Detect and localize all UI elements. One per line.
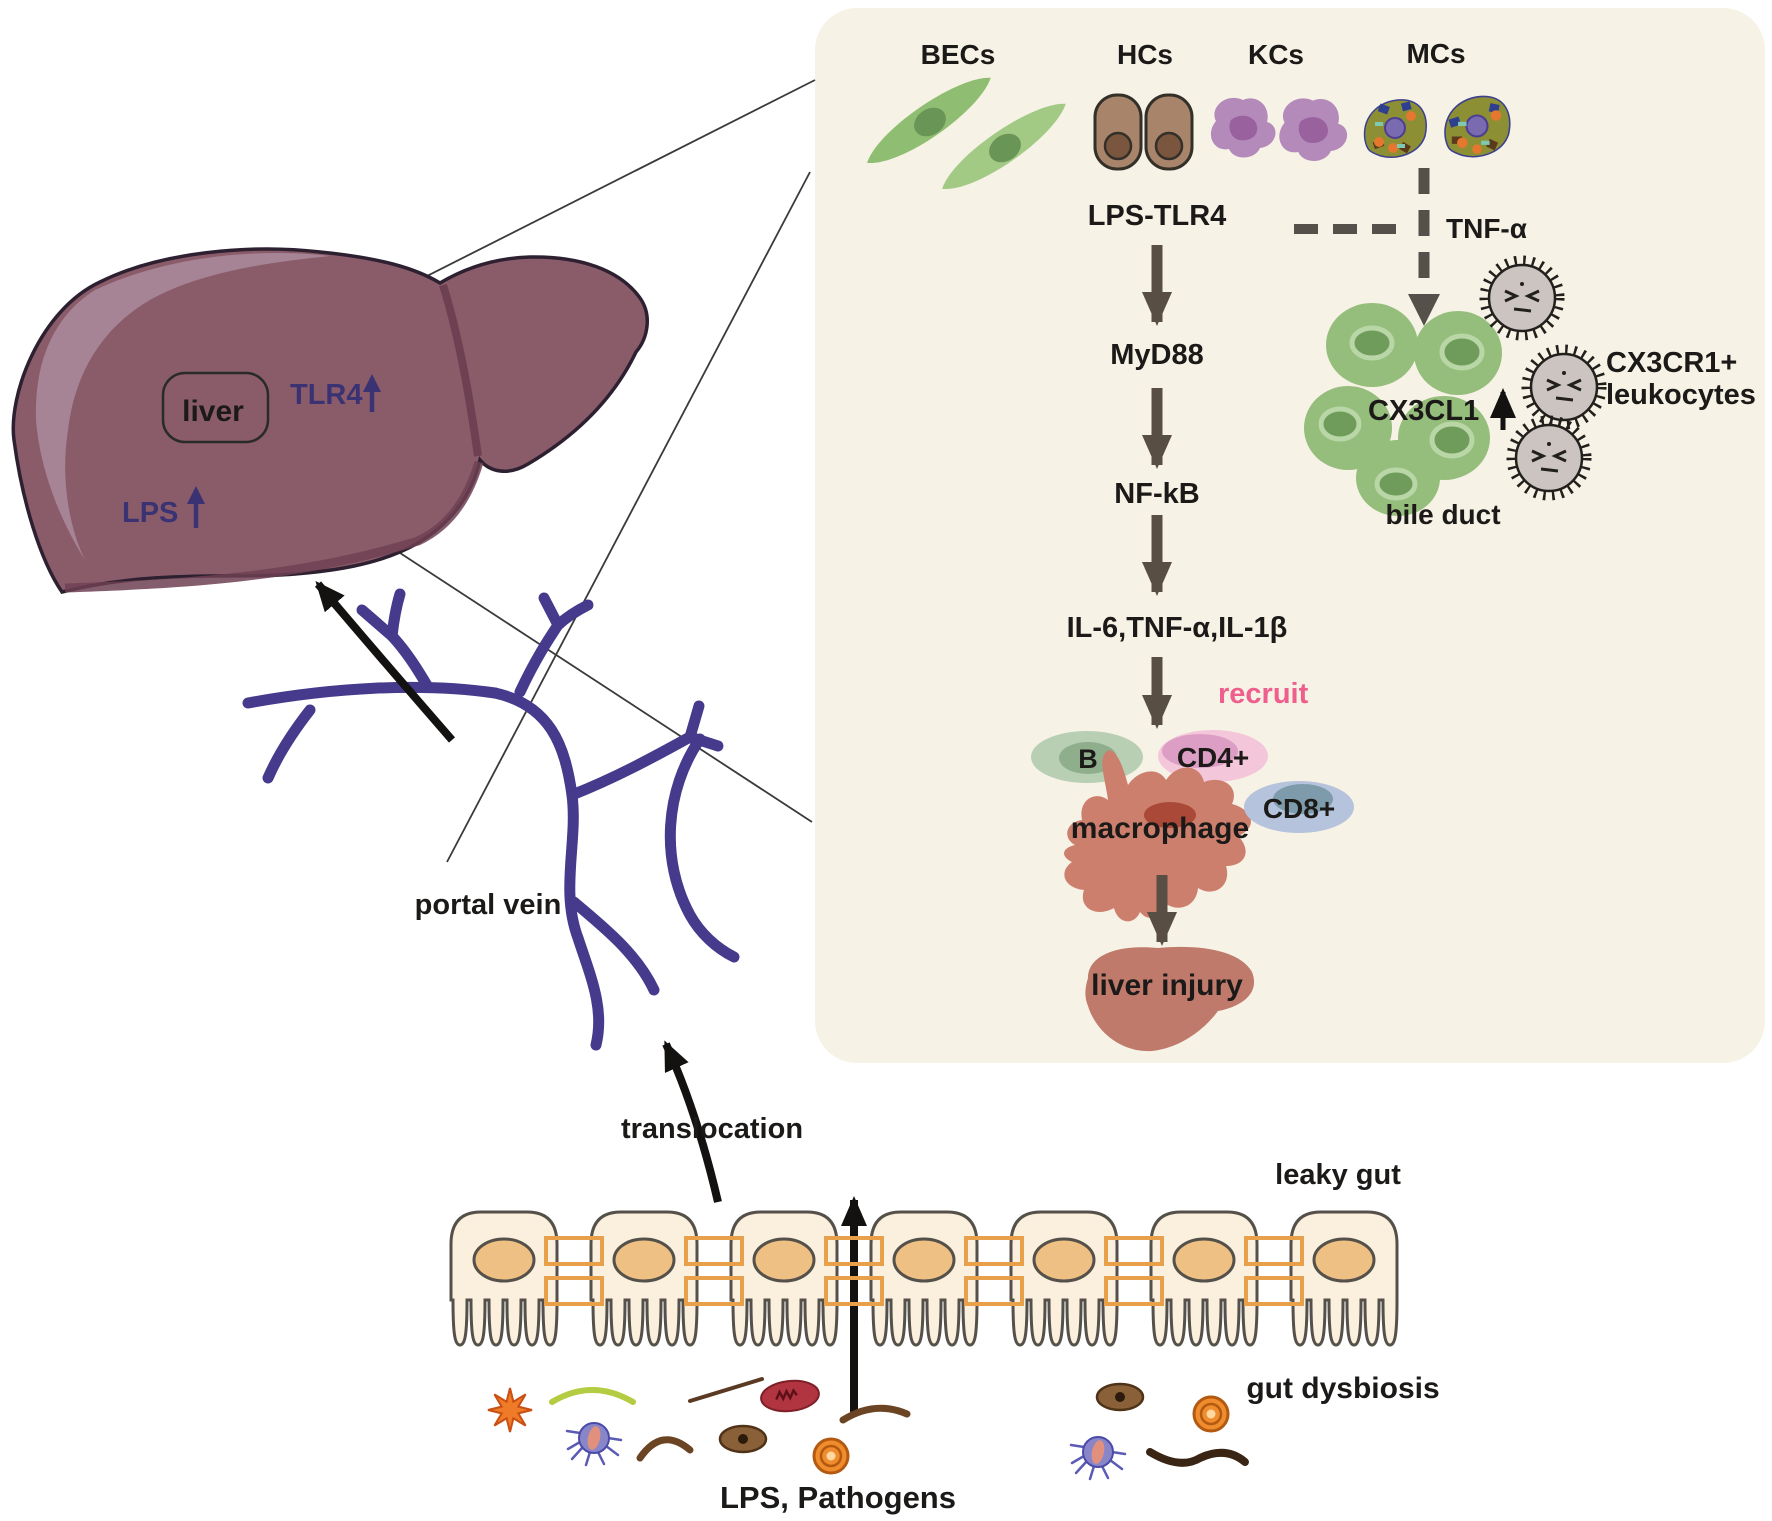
hcs-label: HCs (1117, 39, 1173, 70)
orange-ring-microbe-icon (812, 1437, 850, 1475)
crimson-microbe-icon (760, 1379, 820, 1413)
macrophage-label: macrophage (1071, 812, 1249, 845)
starburst-microbe-icon (487, 1387, 533, 1433)
green-filament-icon (549, 1387, 636, 1405)
thin-rod-microbe-icon (688, 1377, 764, 1403)
lps-pathogens-label: LPS, Pathogens (720, 1480, 956, 1515)
liver-label: liver (182, 395, 244, 428)
translocation-arrow (662, 1040, 722, 1203)
kc-cells (1210, 97, 1348, 161)
epithelial-cell (449, 1210, 559, 1347)
epithelial-cell (1149, 1210, 1259, 1347)
liver-injury: liver injury (1085, 946, 1255, 1052)
b-cell: B (1031, 731, 1143, 783)
leaky-gut-label: leaky gut (1275, 1159, 1401, 1191)
liver-injury-label: liver injury (1091, 969, 1243, 1002)
cx3cr1-label-line1: CX3CR1+ (1606, 347, 1737, 379)
myd88-label: MyD88 (1110, 339, 1204, 371)
recruit-label: recruit (1218, 678, 1309, 710)
curved-rod-microbe-icon (636, 1436, 694, 1462)
curved-rod-microbe-icon (839, 1404, 911, 1424)
hc-cells (1093, 93, 1194, 171)
epithelial-cell (1009, 1210, 1119, 1347)
spider-microbe-icon (565, 1421, 623, 1467)
cd8-cell: CD8+ (1244, 781, 1354, 833)
dark-squiggle-microbe-icon (1146, 1448, 1249, 1467)
mc-cells (1363, 95, 1511, 158)
epithelial-cell (589, 1210, 699, 1347)
cx3cl1-label: CX3CL1 (1368, 395, 1479, 427)
lps-tlr4-label: LPS-TLR4 (1088, 200, 1227, 232)
epithelial-cell (1289, 1210, 1399, 1347)
nfkb-label: NF-kB (1114, 478, 1199, 510)
becs-label: BECs (921, 39, 996, 70)
cytokines-label: IL-6,TNF-α,IL-1β (1067, 612, 1288, 644)
liver-highlight (35, 253, 331, 560)
liver-lower-shading (64, 460, 484, 593)
tnf-dashed-route (1294, 168, 1430, 294)
brown-oval-microbe-icon (1095, 1382, 1145, 1412)
tnf-dashed-arrowhead (1408, 294, 1440, 326)
orange-ring-microbe-icon (1192, 1395, 1230, 1433)
tlr4-up-label: TLR4 (290, 379, 363, 411)
mcs-label: MCs (1406, 38, 1465, 69)
cd8-cell-label: CD8+ (1263, 793, 1335, 824)
gut-dysbiosis-label: gut dysbiosis (1246, 1372, 1439, 1405)
translocation-label: translocation (621, 1113, 803, 1145)
liver-shape (11, 247, 649, 594)
tnf-alpha-label: TNF-α (1446, 213, 1527, 244)
portal-to-liver-arrow (314, 580, 456, 743)
portal-vein-label: portal vein (415, 889, 562, 921)
brown-oval-microbe-icon (718, 1424, 768, 1454)
intestinal-epithelium (449, 1210, 1399, 1347)
lps-up-label: LPS (122, 497, 178, 529)
gut-microbes (487, 1377, 1249, 1481)
kcs-label: KCs (1248, 39, 1304, 70)
liver-illustration: liver TLR4 LPS (11, 247, 649, 594)
epithelial-cell (729, 1210, 839, 1347)
macrophage-cell: macrophage (1064, 750, 1251, 922)
bec-cells (867, 77, 1066, 189)
epithelial-cell (869, 1210, 979, 1347)
portal-vein (242, 588, 740, 1051)
liver-label-box (161, 371, 270, 444)
cx3cr1-label-line2: leukocytes (1606, 379, 1756, 411)
bile-duct-label: bile duct (1385, 499, 1500, 530)
liver-lobe-cleft (439, 283, 482, 457)
bile-duct-cluster: CX3CL1 (1304, 303, 1516, 516)
spider-microbe-icon (1069, 1435, 1127, 1481)
b-cell-label: B (1078, 744, 1098, 774)
